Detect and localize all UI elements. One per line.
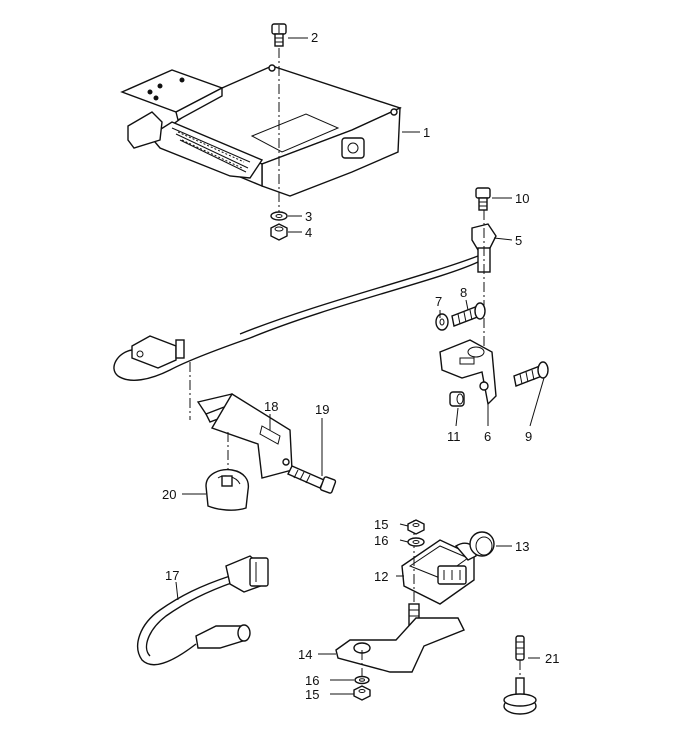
callout-4: 4 [305,225,312,240]
callout-5: 5 [515,233,522,248]
nut-11 [449,391,465,407]
bracket-6 [439,339,497,406]
ring-13 [469,531,495,557]
cable-holder-20 [205,468,250,511]
nut-15-bottom [353,685,371,701]
leader-lines [175,37,545,695]
callout-21: 21 [545,651,559,666]
callout-8: 8 [460,285,467,300]
callout-18: 18 [264,399,278,414]
callout-16-bottom: 16 [305,673,319,688]
speed-sensor-5 [113,210,497,381]
control-unit [120,48,402,218]
callout-10: 10 [515,191,529,206]
callout-12: 12 [374,569,388,584]
callout-9: 9 [525,429,532,444]
callout-19: 19 [315,402,329,417]
nut-15-top [407,519,425,535]
callout-20: 20 [162,487,176,502]
bolt-9 [513,361,549,387]
callout-7: 7 [435,294,442,309]
washer-16-top [407,537,425,547]
washer-16-bottom [354,675,370,685]
screw-10 [475,187,491,211]
callout-2: 2 [311,30,318,45]
cable-17 [137,555,269,666]
callout-6: 6 [484,429,491,444]
callout-labels: 1 2 3 4 5 6 7 8 9 10 11 12 13 14 15 15 1… [162,30,559,702]
callout-15-top: 15 [374,517,388,532]
washer-3 [270,211,288,221]
mounting-plate-14 [335,617,465,696]
callout-11: 11 [447,429,461,444]
callout-17: 17 [165,568,179,583]
screw-2 [271,23,287,47]
callout-15-bottom: 15 [305,687,319,702]
callout-14: 14 [298,647,312,662]
callout-3: 3 [305,209,312,224]
callout-16-top: 16 [374,533,388,548]
bolt-8 [451,302,486,327]
callout-1: 1 [423,125,430,140]
nut-4 [270,223,288,241]
bracket-18 [189,362,293,479]
washer-7 [435,313,449,331]
sensor-12 [401,520,477,627]
screw-19 [287,465,337,494]
callout-13: 13 [515,539,529,554]
pin-21 [503,635,537,715]
